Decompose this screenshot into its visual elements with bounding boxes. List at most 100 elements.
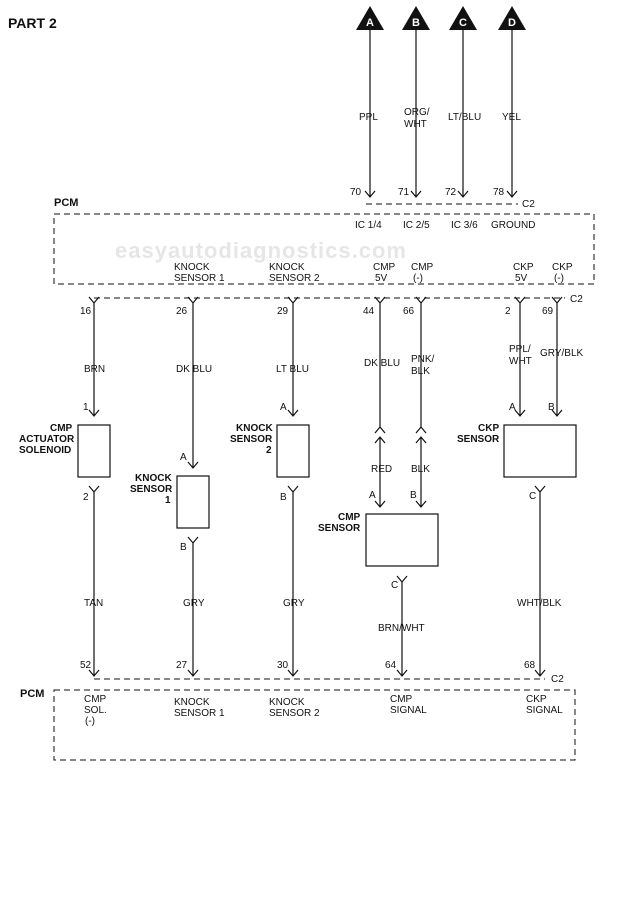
- ref-ic14: IC 1/4: [355, 220, 382, 231]
- wire-color-gry-blk: GRY/BLK: [540, 348, 583, 359]
- fn-cmp-sol-1: CMP: [84, 694, 107, 705]
- term-knock1-b: B: [180, 542, 187, 553]
- pin-26: 26: [176, 306, 188, 317]
- label-cmp-actuator-3: SOLENOID: [19, 445, 71, 456]
- pin-27: 27: [176, 660, 188, 671]
- wire-color-pnk-blk-2: BLK: [411, 366, 430, 377]
- pin-30: 30: [277, 660, 289, 671]
- pin-44: 44: [363, 306, 375, 317]
- pcm-box-bottom: [53, 689, 576, 761]
- term-cmp-actuator-1: 1: [83, 402, 89, 413]
- fn-cmpneg-top: CMP: [411, 262, 434, 273]
- wire-color-wht-blk: WHT/BLK: [517, 598, 562, 609]
- pcm-label-bottom: PCM: [20, 688, 44, 700]
- wire-red: [374, 436, 386, 508]
- fn-ckpneg-top: CKP: [552, 262, 573, 273]
- fn-cmp-sol-2: SOL.: [84, 705, 107, 716]
- connector-c2-top-label: C2: [522, 199, 535, 210]
- pin-29: 29: [277, 306, 289, 317]
- wire-color-ppl-wht-2: WHT: [509, 356, 532, 367]
- term-cmp-a: A: [369, 490, 376, 501]
- wire-brn-wht: [396, 575, 408, 677]
- fn-ckp5v-top: CKP: [513, 262, 534, 273]
- label-knock1-1: KNOCK: [135, 473, 172, 484]
- wire-color-a: PPL: [359, 112, 378, 123]
- pin-2: 2: [505, 306, 511, 317]
- knock-sensor-1: [176, 475, 210, 529]
- input-triangle-c: C: [449, 6, 477, 30]
- label-knock2-1: KNOCK: [236, 423, 273, 434]
- connector-c2-mid-label: C2: [570, 294, 583, 305]
- term-cmp-c: C: [391, 580, 398, 591]
- ref-ic36: IC 3/6: [451, 220, 478, 231]
- pin-72: 72: [445, 187, 457, 198]
- cmp-sensor: [365, 513, 439, 567]
- fn-ckpneg-bot: (-): [554, 273, 564, 284]
- pin-16: 16: [80, 306, 92, 317]
- wire-gry-2: [287, 485, 299, 677]
- wire-color-dk-blu-1: DK BLU: [176, 364, 212, 375]
- wire-dk-blu-2: [374, 296, 386, 434]
- wire-color-c: LT/BLU: [448, 112, 481, 123]
- term-knock2-a: A: [280, 402, 287, 413]
- input-triangle-a: A: [356, 6, 384, 30]
- label-knock2-2: SENSOR: [230, 434, 273, 445]
- pin-71: 71: [398, 187, 410, 198]
- fn-knock1-bot: SENSOR 1: [174, 273, 225, 284]
- wire-color-gry-1: GRY: [183, 598, 205, 609]
- label-knock2-3: 2: [266, 445, 272, 456]
- fn-knock2-b1: KNOCK: [269, 697, 305, 708]
- fn-ckp-signal-1: CKP: [526, 694, 547, 705]
- input-triangle-b: B: [402, 6, 430, 30]
- wire-dk-blu-1: [187, 296, 199, 469]
- ckp-sensor: [503, 424, 577, 478]
- fn-cmp-sol-3: (-): [85, 716, 95, 727]
- term-knock1-a: A: [180, 452, 187, 463]
- wire-ppl-wht: [514, 296, 526, 417]
- label-cmp-sensor-2: SENSOR: [318, 523, 361, 534]
- label-ckp-sensor-2: SENSOR: [457, 434, 500, 445]
- wire-pnk-blk: [415, 296, 427, 434]
- pin-70: 70: [350, 187, 362, 198]
- term-cmp-actuator-2: 2: [83, 492, 89, 503]
- fn-knock2-b2: SENSOR 2: [269, 708, 320, 719]
- term-ckp-a: A: [509, 402, 516, 413]
- pcm-box-top: [53, 213, 595, 285]
- term-ckp-b: B: [548, 402, 555, 413]
- pin-78: 78: [493, 187, 505, 198]
- input-triangle-a-label: A: [366, 17, 374, 29]
- label-cmp-sensor-1: CMP: [338, 512, 361, 523]
- label-cmp-actuator-1: CMP: [50, 423, 73, 434]
- wire-tan: [88, 485, 100, 677]
- label-ckp-sensor-1: CKP: [478, 423, 499, 434]
- watermark: easyautodiagnostics.com: [115, 238, 407, 263]
- wire-color-brn-wht: BRN/WHT: [378, 623, 425, 634]
- pcm-label-top: PCM: [54, 197, 78, 209]
- pin-66: 66: [403, 306, 415, 317]
- wire-color-dk-blu-2: DK BLU: [364, 358, 400, 369]
- fn-cmpneg-bot: (-): [413, 273, 423, 284]
- wire-color-tan: TAN: [84, 598, 103, 609]
- input-triangle-c-label: C: [459, 17, 467, 29]
- label-cmp-actuator-2: ACTUATOR: [19, 434, 75, 445]
- fn-cmp5v-top: CMP: [373, 262, 396, 273]
- wire-color-pnk-blk-1: PNK/: [411, 354, 435, 365]
- term-ckp-c: C: [529, 491, 536, 502]
- wire-wht-blk: [534, 485, 546, 677]
- wire-color-blk: BLK: [411, 464, 430, 475]
- wire-color-lt-blu: LT BLU: [276, 364, 309, 375]
- pin-68: 68: [524, 660, 536, 671]
- label-knock1-2: SENSOR: [130, 484, 173, 495]
- pin-52: 52: [80, 660, 92, 671]
- wire-gry-blk: [551, 296, 563, 417]
- fn-knock2-bot: SENSOR 2: [269, 273, 320, 284]
- fn-knock1-top: KNOCK: [174, 262, 210, 273]
- input-triangle-d: D: [498, 6, 526, 30]
- wire-b: [410, 30, 422, 198]
- wire-color-b-2: WHT: [404, 119, 427, 130]
- page-title: PART 2: [8, 15, 57, 31]
- wire-lt-blu: [287, 296, 299, 417]
- cmp-actuator-solenoid: [77, 424, 111, 478]
- wire-c: [457, 30, 469, 198]
